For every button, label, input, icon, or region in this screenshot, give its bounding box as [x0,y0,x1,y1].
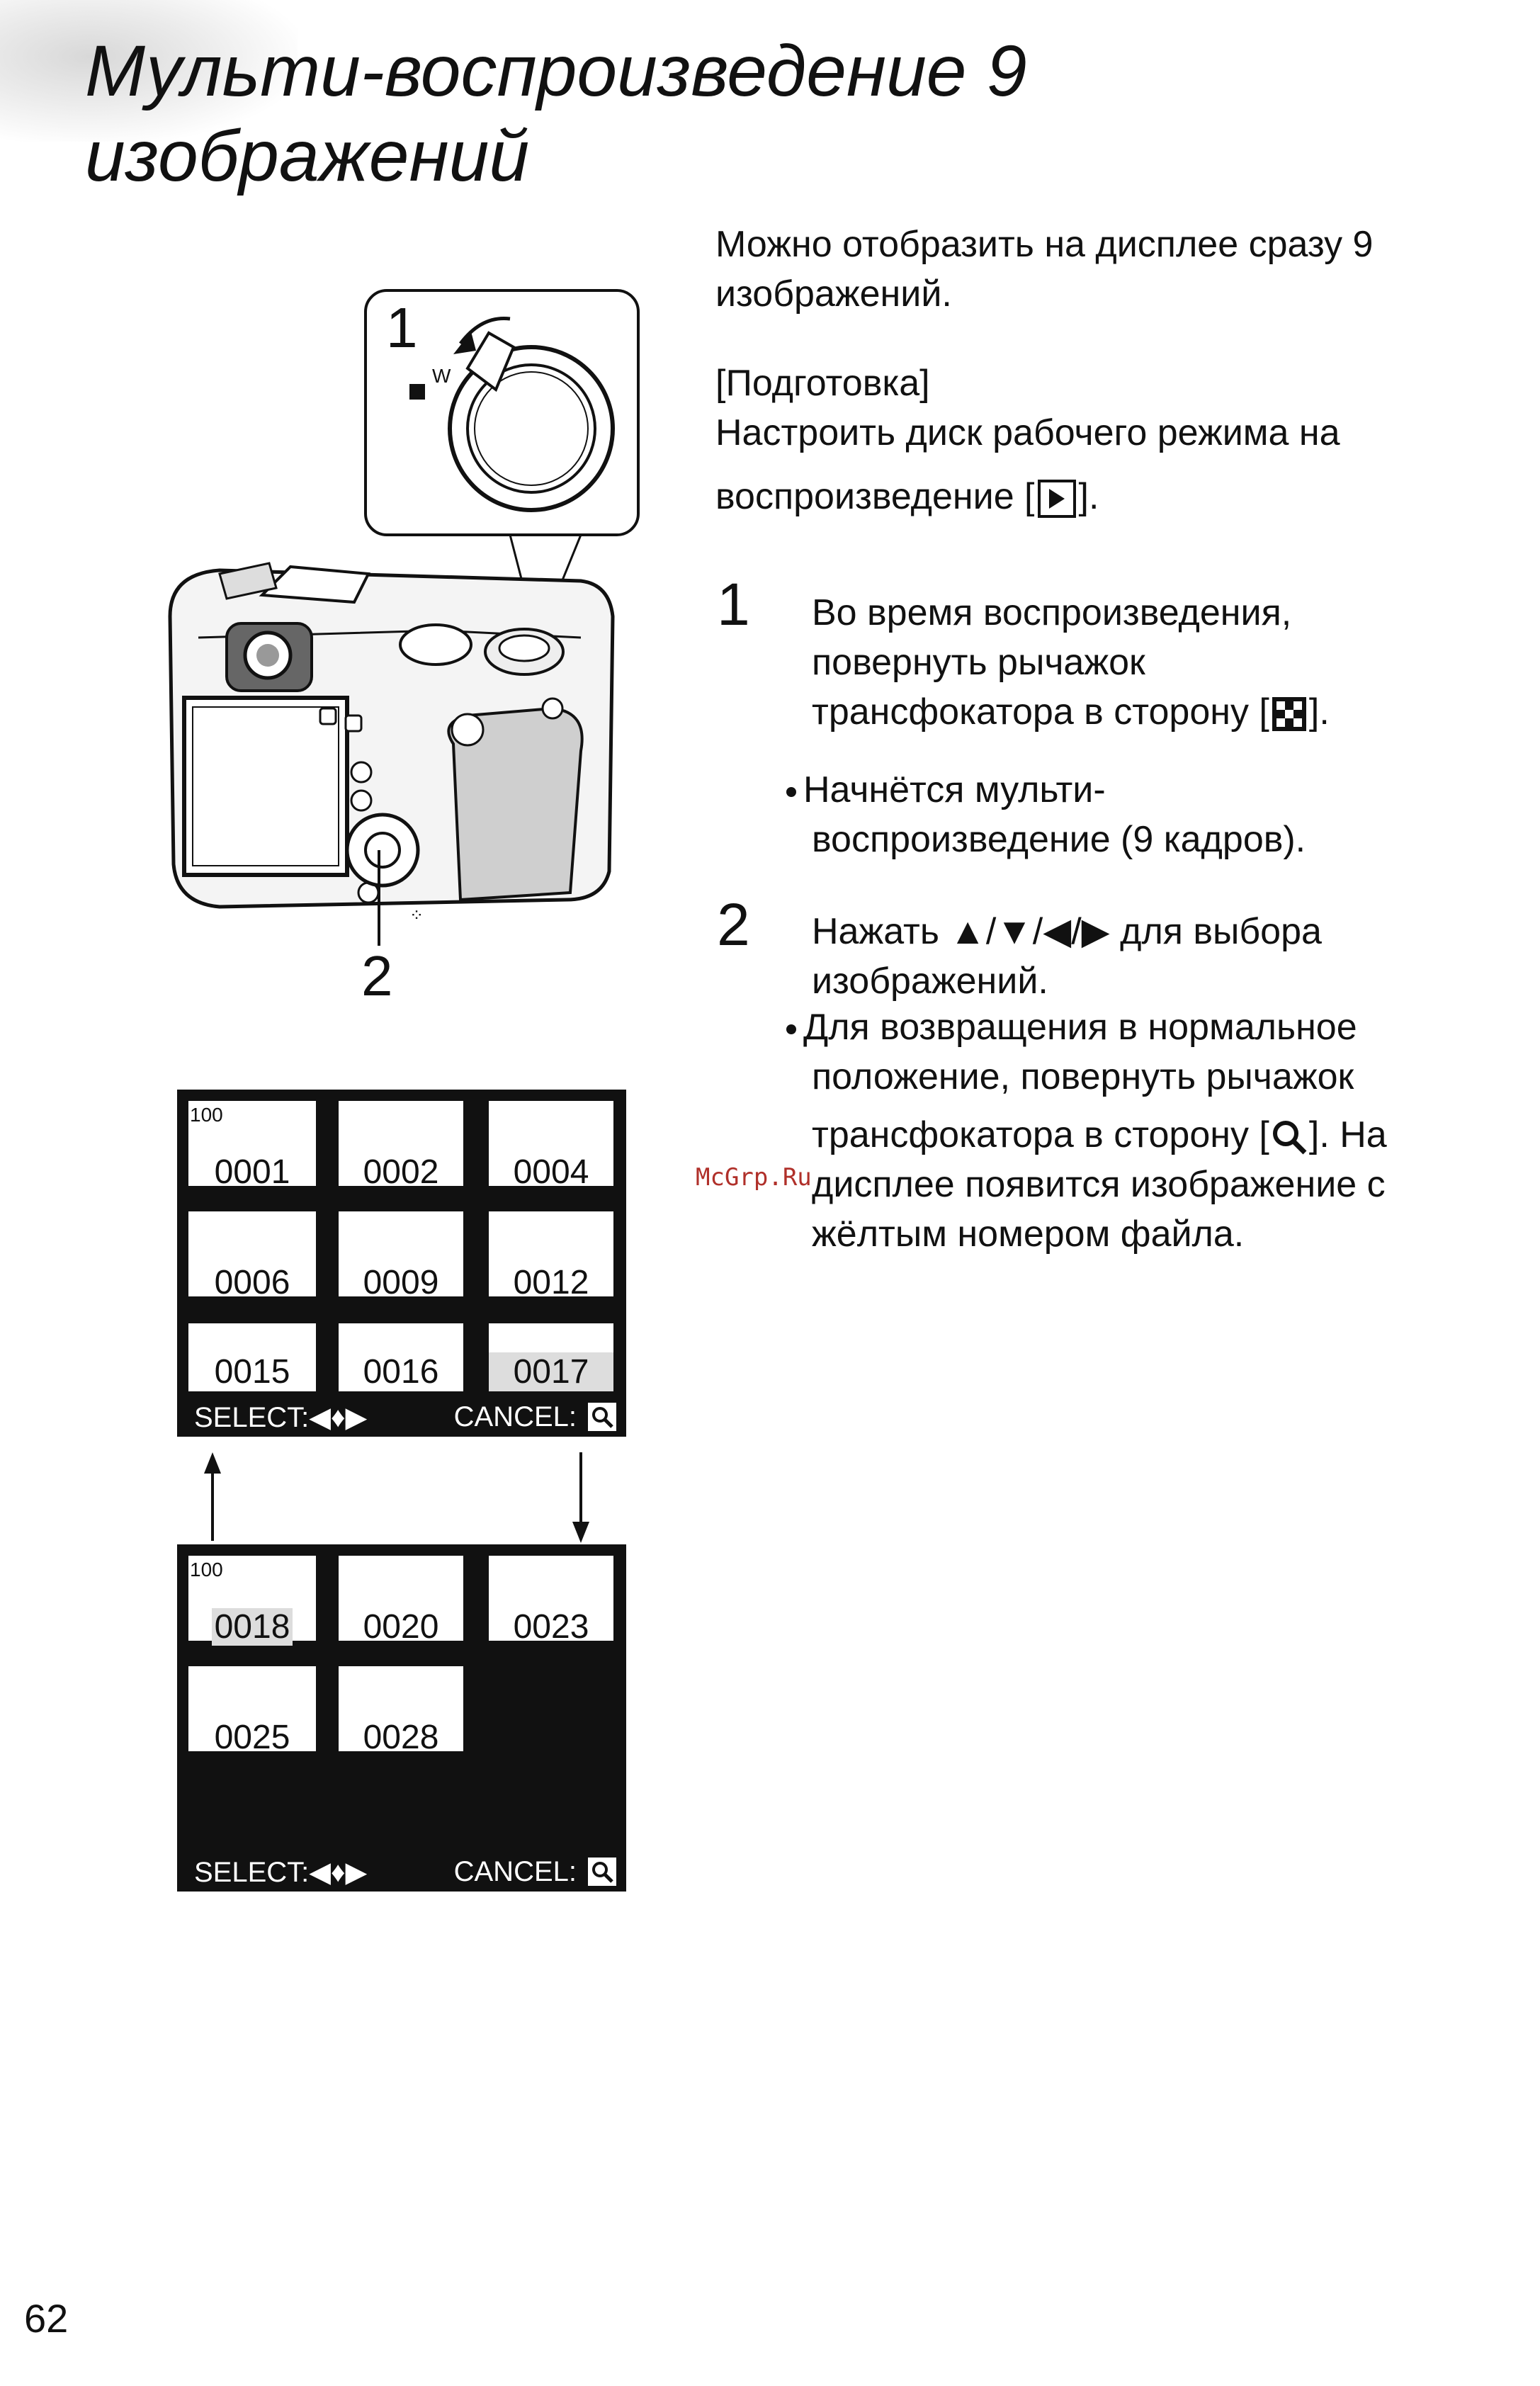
thumbnail: 0012 [489,1211,613,1301]
intro-line-2: изображений. [715,273,952,315]
magnifier-icon [588,1858,616,1886]
callout-1: 1 [386,296,418,359]
file-number-selected: 0018 [188,1607,316,1646]
thumbnail: 0001 [188,1101,316,1191]
thumbnail: 0025 [188,1666,316,1756]
step-1-bullet-line-1: Начнётся мульти- [803,769,1106,810]
step-2-bullet-line-2: положение, повернуть рычажок [812,1056,1354,1097]
svg-text:⁘: ⁘ [409,906,424,925]
step-1-line-2: повернуть рычажок [812,642,1145,683]
prep-line-2-start: воспроизведение [ [715,476,1035,517]
step-1-bullet: Начнётся мульти- воспроизведение (9 кадр… [786,765,1495,864]
step-2-bullet-line-3-start: трансфокатора в сторону [ [812,1114,1269,1155]
file-number: 0025 [214,1719,290,1756]
step-1-bullet-line-2: воспроизведение (9 кадров). [812,819,1306,860]
zoom-lever [465,331,516,392]
camera-illustration: 1 W ⁘ 2 [168,289,640,999]
bullet-dot [786,1024,796,1035]
thumbnail: 0002 [339,1101,463,1191]
prep-line-2-end: ]. [1078,476,1099,517]
thumbnail-selected: 0018 [188,1556,316,1646]
callout-2: 2 [361,944,393,999]
step-2-line-2: изображений. [812,961,1048,1002]
camera-lcd [182,696,349,877]
screen-status-bar: SELECT:◀♦▶ CANCEL: [177,1852,626,1892]
thumbnail: 0028 [339,1666,463,1756]
step-2-line-1-end: для выбора [1109,911,1322,952]
file-number: 0015 [214,1353,290,1391]
rotate-arrow [459,316,511,345]
file-number: 0016 [363,1353,439,1391]
title-line-2: изображений [85,115,530,196]
multi-playback-screen-1: 100 0001 0002 0004 0006 0009 0012 0015 0… [177,1090,626,1437]
file-number: 0012 [513,1264,589,1301]
dial-w-label: W [432,365,451,387]
watermark: McGrp.Ru [696,1163,812,1192]
play-icon [1037,480,1076,519]
thumbnail: 0015 [188,1323,316,1391]
magnifier-icon [588,1403,616,1431]
step-1-line-1: Во время воспроизведения, [812,592,1292,633]
dial-multi-icon [409,384,425,400]
step-1-line-3-start: трансфокатора в сторону [ [812,691,1269,733]
step-2-line-1: Нажать ▲/▼/◀/▶ для выбора [812,907,1513,956]
select-hint: SELECT:◀♦▶ [194,1402,368,1433]
thumbnail: 0020 [339,1556,463,1646]
magnifier-icon [1272,1121,1307,1155]
thumbnail: 0016 [339,1323,463,1391]
page-number: 62 [24,2296,69,2341]
file-number: 0020 [363,1608,439,1646]
thumbnail: 0023 [489,1556,613,1646]
step-1-text: Во время воспроизведения, повернуть рыча… [812,588,1513,737]
prep-line-1: Настроить диск рабочего режима на [715,412,1340,453]
file-number: 0001 [214,1153,290,1191]
bullet-dot [786,787,796,798]
file-number: 0006 [214,1264,290,1301]
mode-dial [399,623,472,666]
prep-heading: [Подготовка] [715,363,930,404]
step-1-line-3: трансфокатора в сторону []. [812,687,1513,737]
prep-line-2: воспроизведение []. [715,472,1509,521]
preparation: [Подготовка] Настроить диск рабочего реж… [715,358,1509,521]
select-hint: SELECT:◀♦▶ [194,1857,368,1888]
step-2-bullet-line-4: дисплее появится изображение с [812,1164,1386,1205]
thumbnail: 0004 [489,1101,613,1191]
multi-playback-icon [1272,697,1306,732]
page-title: Мульти-воспроизведение 9 изображений [85,28,1148,198]
step-1-line-3-end: ]. [1308,691,1330,733]
title-line-1: Мульти-воспроизведение 9 [85,30,1027,111]
step-2-bullet-line-5: жёлтым номером файла. [812,1214,1245,1255]
file-number: 0028 [363,1719,439,1756]
thumbnail: 0009 [339,1211,463,1301]
file-number: 0002 [363,1153,439,1191]
intro-text: Можно отобразить на дисплее сразу 9 изоб… [715,220,1509,319]
step-2-bullet-line-3: трансфокатора в сторону [ ]. На [786,1110,1523,1160]
screen-status-bar: SELECT:◀♦▶ CANCEL: [177,1397,626,1437]
cancel-hint: CANCEL: [453,1856,577,1887]
file-number: 0004 [513,1153,589,1191]
file-number: 0009 [363,1264,439,1301]
thumbnail-selected: 0017 [489,1323,613,1391]
transition-arrows [204,1452,589,1543]
step-2-bullet-line-1: Для возвращения в нормальное [803,1007,1357,1048]
file-number-highlight: 0018 [211,1608,293,1646]
cancel-hint: CANCEL: [453,1401,577,1432]
file-number: 0023 [513,1608,589,1646]
intro-line-1: Можно отобразить на дисплее сразу 9 [715,224,1374,265]
title-shading [0,0,298,142]
step-2-number: 2 [717,891,750,958]
folder-number: 100 [190,1559,223,1581]
step-2-line-1-start: Нажать [812,911,950,952]
file-number-selected: 0017 [489,1352,613,1391]
multi-playback-screen-2: 100 0018 0020 0023 0025 0028 SELECT:◀♦▶ … [177,1544,626,1892]
step-2-bullet: Для возвращения в нормальное положение, … [786,1002,1523,1259]
thumbnail: 0006 [188,1211,316,1301]
step-1-number: 1 [717,571,750,638]
step-2-bullet-line-3-end: ]. На [1308,1114,1387,1155]
direction-arrows-icon: ▲/▼/◀/▶ [949,911,1110,952]
folder-number: 100 [190,1104,223,1126]
step-2-text: Нажать ▲/▼/◀/▶ для выбора изображений. [812,907,1513,1006]
